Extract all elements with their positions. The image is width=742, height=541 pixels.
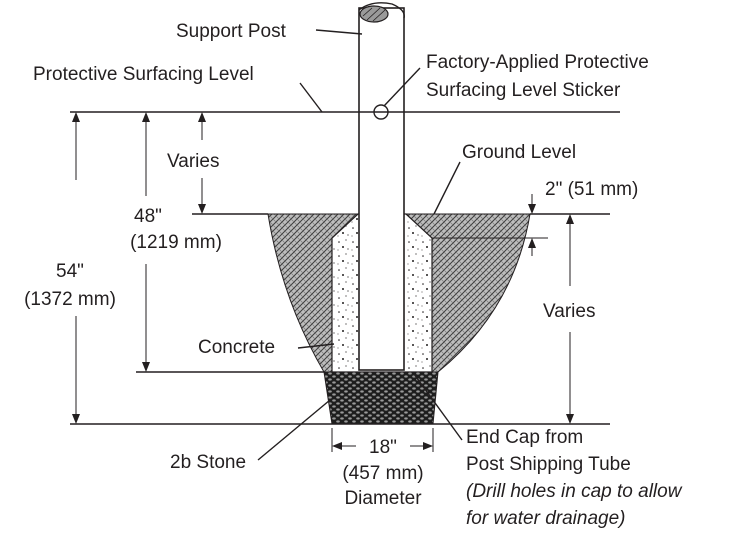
label-ground-level: Ground Level	[462, 142, 576, 163]
label-end-cap-line2: Post Shipping Tube	[466, 454, 631, 475]
dim-54-arrow-top	[72, 112, 80, 122]
leader-sticker	[383, 67, 421, 107]
dim-2in-arrow-top	[528, 204, 536, 214]
label-concrete: Concrete	[198, 337, 275, 358]
label-54-mm: (1372 mm)	[24, 289, 116, 310]
dim-18-arrow-right	[423, 442, 433, 450]
leader-end-cap	[413, 373, 463, 441]
dim-varies-top-arrow-bottom	[198, 204, 206, 214]
label-diameter: Diameter	[344, 488, 422, 509]
label-48-in: 48"	[134, 206, 162, 227]
label-sticker-line2: Surfacing Level Sticker	[426, 80, 621, 101]
label-stone: 2b Stone	[170, 452, 246, 473]
dim-48-arrow-bottom	[142, 362, 150, 372]
label-varies-right: Varies	[543, 301, 595, 322]
label-18-mm: (457 mm)	[342, 463, 423, 484]
post-top-hatch	[362, 7, 386, 22]
label-support-post: Support Post	[176, 21, 287, 42]
label-protective-surfacing-level: Protective Surfacing Level	[33, 64, 254, 85]
leader-stone	[257, 399, 331, 461]
leader-concrete	[297, 343, 335, 349]
dim-48-arrow-top	[142, 112, 150, 122]
support-post	[358, 7, 405, 371]
label-varies-top: Varies	[167, 151, 219, 172]
label-18-in: 18"	[369, 437, 397, 458]
label-drill-line2: for water drainage)	[466, 508, 625, 529]
dim-54-arrow-bottom	[72, 414, 80, 424]
dim-varies-right-arrow-top	[566, 214, 574, 224]
label-54-in: 54"	[56, 261, 84, 282]
post-top-curl	[358, 2, 405, 19]
leader-support-post	[315, 29, 363, 35]
dim-varies-right-arrow-bottom	[566, 414, 574, 424]
label-sticker-line1: Factory-Applied Protective	[426, 52, 649, 73]
label-two-inch: 2" (51 mm)	[545, 179, 638, 200]
dim-varies-top-arrow-top	[198, 112, 206, 122]
label-end-cap-line1: End Cap from	[466, 427, 583, 448]
label-drill-line1: (Drill holes in cap to allow	[466, 481, 683, 502]
leader-ground-level	[433, 161, 461, 215]
dim-2in-arrow-bottom	[528, 238, 536, 248]
dim-18-arrow-left	[332, 442, 342, 450]
stone-base	[323, 371, 439, 425]
label-48-mm: (1219 mm)	[130, 232, 222, 253]
leader-surfacing-level	[299, 82, 323, 113]
